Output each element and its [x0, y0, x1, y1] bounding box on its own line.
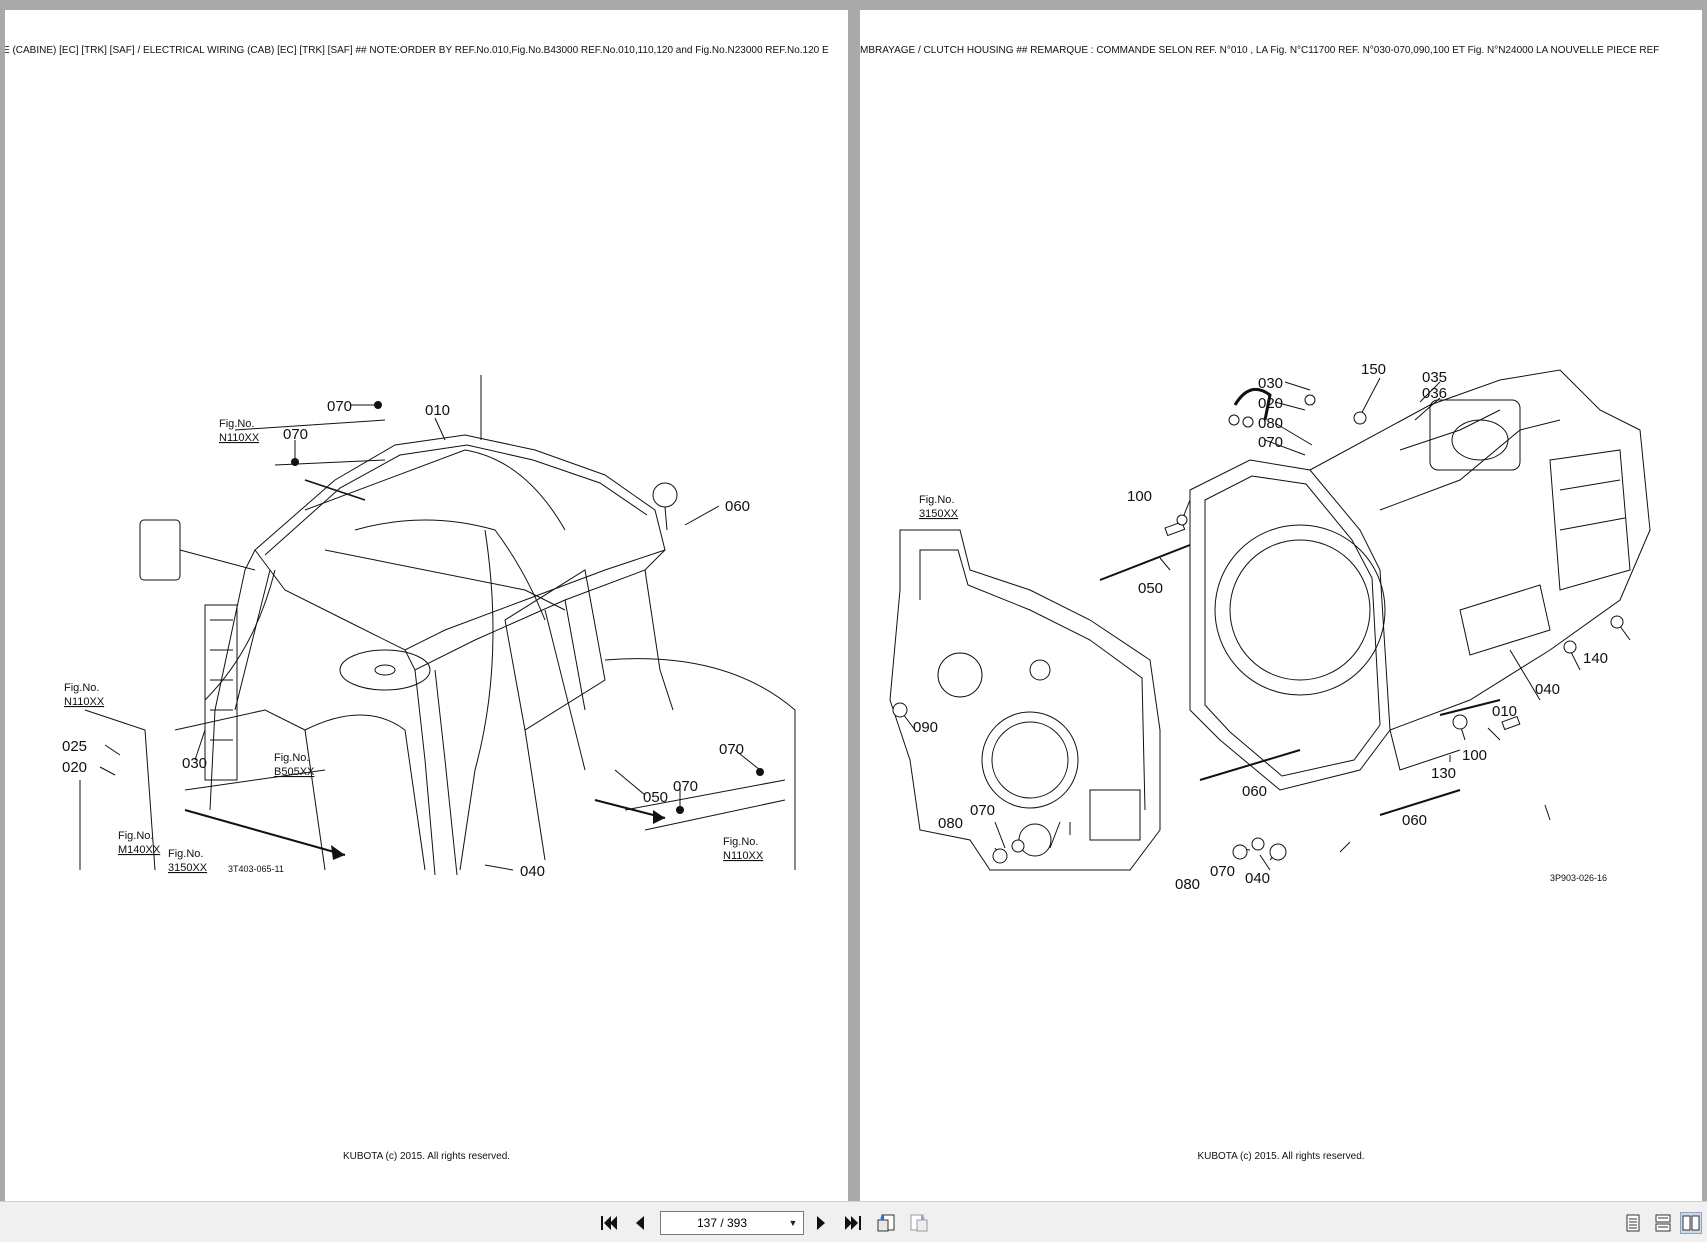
fig-ref-label: Fig.No. [64, 682, 99, 694]
fig-ref-code: B505XX [274, 766, 315, 778]
callout-060: 060 [1402, 812, 1427, 829]
go-back-icon[interactable] [875, 1212, 897, 1234]
drawing-code: 3P903-026-16 [1550, 873, 1607, 883]
callout-010: 010 [1492, 703, 1517, 720]
fig-ref-label: Fig.No. [168, 848, 203, 860]
page-number-input[interactable] [661, 1215, 783, 1231]
callout-070: 070 [1258, 434, 1283, 451]
callout-060: 060 [1242, 783, 1267, 800]
callout-080: 080 [938, 815, 963, 832]
callout-035: 035 [1422, 369, 1447, 386]
callout-100: 100 [1127, 488, 1152, 505]
callout-130: 130 [1431, 765, 1456, 782]
next-page-icon[interactable] [810, 1212, 832, 1234]
fig-ref-label: Fig.No. [919, 494, 954, 506]
fig-ref-code: N110XX [64, 696, 105, 708]
callout-100: 100 [1462, 747, 1487, 764]
callout-090: 090 [913, 719, 938, 736]
callout-040: 040 [1535, 681, 1560, 698]
cab-wiring-diagram: 070 010 070 060 025 020 030 070 070 050 … [62, 375, 796, 880]
callout-070: 070 [1210, 863, 1235, 880]
callout-036: 036 [1422, 385, 1447, 402]
callout-070: 070 [283, 426, 308, 443]
single-page-view-icon[interactable] [1622, 1212, 1644, 1234]
fig-ref-code: 3150XX [919, 508, 959, 520]
fig-ref-code: N110XX [723, 850, 764, 862]
drawing-code: 3T403-065-11 [228, 864, 284, 874]
fig-ref-label: Fig.No. [274, 752, 309, 764]
fig-ref-code: 3150XX [168, 862, 208, 874]
callout-030: 030 [1258, 375, 1283, 392]
callout-070: 070 [970, 802, 995, 819]
fig-ref-label: Fig.No. [118, 830, 153, 842]
callout-050: 050 [1138, 580, 1163, 597]
left-page-footer: KUBOTA (c) 2015. All rights reserved. [342, 1151, 511, 1162]
clutch-housing-diagram: 030 150 035 036 020 080 070 100 050 090 … [889, 361, 1651, 893]
left-page: E (CABINE) [EC] [TRK] [SAF] / ELECTRICAL… [5, 10, 848, 1201]
callout-080: 080 [1175, 876, 1200, 893]
callout-040: 040 [520, 863, 545, 880]
callout-025: 025 [62, 738, 87, 755]
callout-070: 070 [719, 741, 744, 758]
previous-page-icon[interactable] [629, 1212, 651, 1234]
fig-ref-label: Fig.No. [723, 836, 758, 848]
callout-140: 140 [1583, 650, 1608, 667]
callout-030: 030 [182, 755, 207, 772]
callout-020: 020 [62, 759, 87, 776]
callout-070: 070 [327, 398, 352, 415]
callout-060: 060 [725, 498, 750, 515]
right-page: MBRAYAGE / CLUTCH HOUSING ## REMARQUE : … [860, 10, 1702, 1201]
callout-080: 080 [1258, 415, 1283, 432]
chevron-down-icon[interactable]: ▼ [788, 1218, 798, 1228]
callout-150: 150 [1361, 361, 1386, 378]
fig-ref-label: Fig.No. [219, 418, 254, 430]
fig-ref-code: N110XX [219, 432, 260, 444]
left-page-header: E (CABINE) [EC] [TRK] [SAF] / ELECTRICAL… [5, 45, 829, 56]
callout-020: 020 [1258, 395, 1283, 412]
fig-ref-code: M140XX [118, 844, 161, 856]
callout-070: 070 [673, 778, 698, 795]
callout-010: 010 [425, 402, 450, 419]
callout-050: 050 [643, 789, 668, 806]
last-page-icon[interactable] [842, 1212, 864, 1234]
viewer-toolbar: ▼ [0, 1201, 1707, 1242]
right-page-header: MBRAYAGE / CLUTCH HOUSING ## REMARQUE : … [860, 45, 1660, 56]
continuous-view-icon[interactable] [1652, 1212, 1674, 1234]
first-page-icon[interactable] [598, 1212, 620, 1234]
callout-040: 040 [1245, 870, 1270, 887]
page-number-field[interactable]: ▼ [660, 1211, 804, 1235]
right-page-footer: KUBOTA (c) 2015. All rights reserved. [1197, 1151, 1365, 1162]
facing-pages-view-icon[interactable] [1680, 1212, 1702, 1234]
go-forward-icon[interactable] [908, 1212, 930, 1234]
